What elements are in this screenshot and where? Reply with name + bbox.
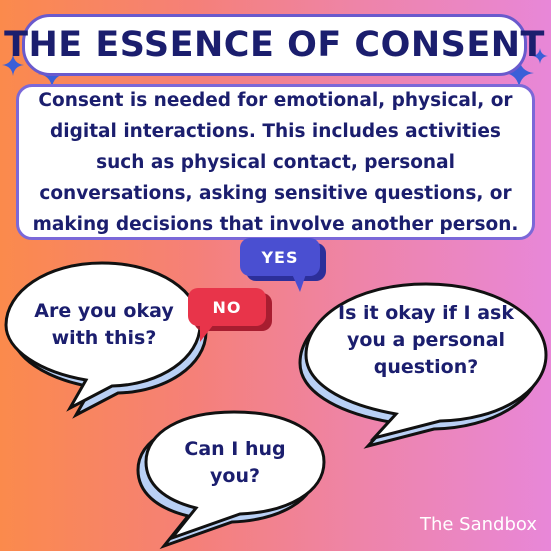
speech-bubble-bottom bbox=[136, 410, 326, 550]
sparkle-icon bbox=[532, 48, 548, 64]
bubble-text-left: Are you okay with this? bbox=[34, 300, 174, 349]
yes-tag-label: YES bbox=[261, 248, 299, 267]
sparkle-icon bbox=[504, 58, 534, 88]
speech-bubble-right bbox=[298, 282, 548, 449]
sparkle-icon bbox=[2, 54, 24, 76]
yes-tag bbox=[240, 238, 326, 292]
page-title: THE ESSENCE OF CONSENT bbox=[4, 25, 545, 65]
title-banner: THE ESSENCE OF CONSENT bbox=[4, 14, 544, 76]
no-tag-label: NO bbox=[212, 298, 242, 317]
description-text: Consent is needed for emotional, physica… bbox=[32, 89, 519, 235]
brand-watermark: The Sandbox bbox=[419, 514, 537, 535]
bubble-text-bottom: Can I hug you? bbox=[184, 438, 286, 487]
bubble-text-right: Is it okay if I ask you a personal quest… bbox=[338, 302, 514, 378]
no-tag bbox=[188, 288, 272, 342]
